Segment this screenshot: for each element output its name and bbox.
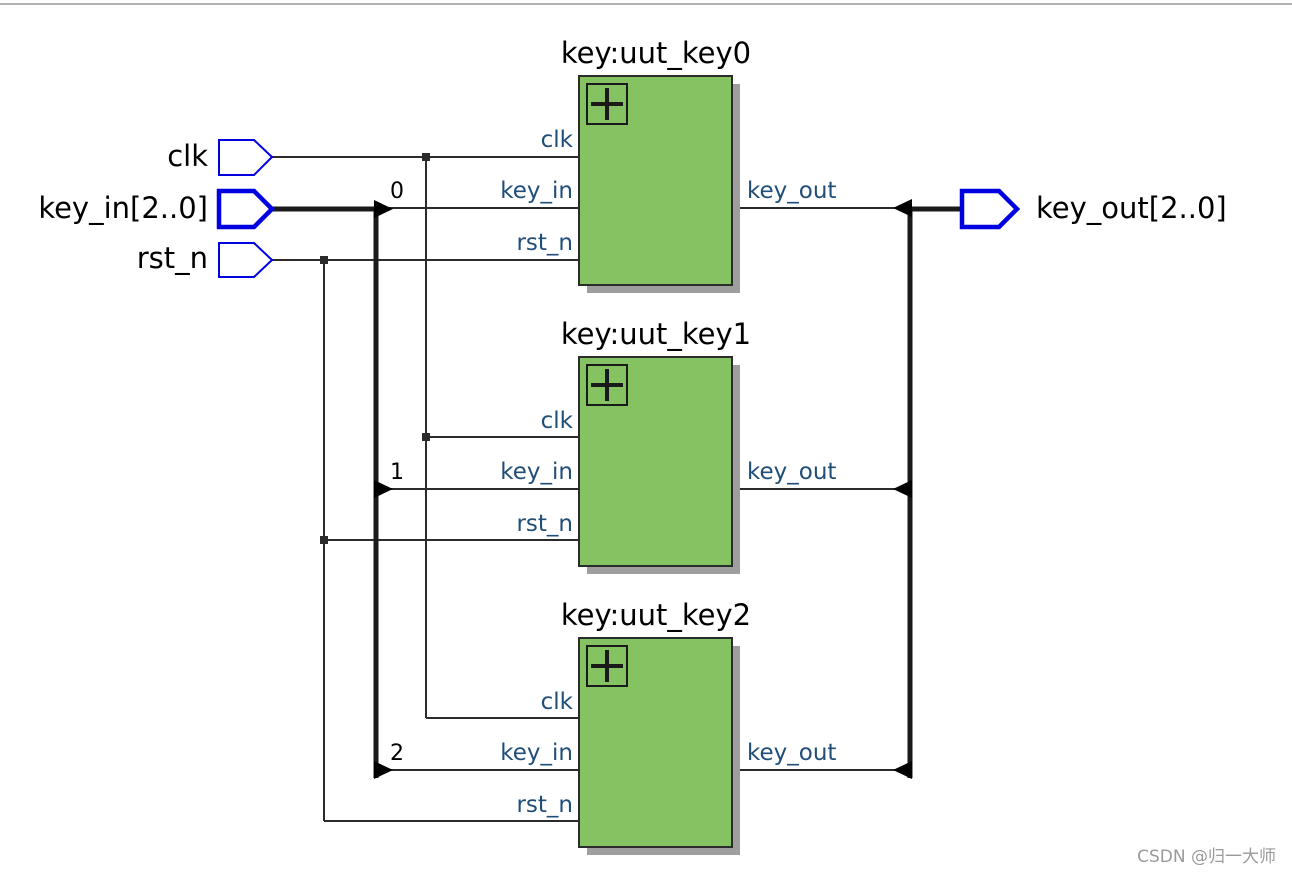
bus-index-label: 0 xyxy=(390,179,404,204)
expand-icon[interactable] xyxy=(586,645,628,687)
pin-label-rst-n: rst_n xyxy=(516,230,573,256)
pin-label-key-in: key_in xyxy=(500,740,573,766)
pin-label-key-out: key_out xyxy=(747,178,836,204)
output-port-shape xyxy=(959,188,1021,230)
block-title: key:uut_key1 xyxy=(561,317,751,351)
input-port-rst-n[interactable]: rst_n xyxy=(137,241,274,278)
bus-arrow-out-2 xyxy=(893,761,912,779)
block-title: key:uut_key2 xyxy=(561,598,751,632)
watermark: CSDN @归一大师 xyxy=(1137,847,1276,867)
input-port-clk[interactable]: clk xyxy=(167,139,274,176)
block-title: key:uut_key0 xyxy=(561,36,751,70)
bus-index-label: 2 xyxy=(390,741,404,766)
expand-icon[interactable] xyxy=(586,364,628,406)
pin-label-clk: clk xyxy=(541,127,574,153)
output-port-label: key_out[2..0] xyxy=(1036,191,1227,225)
bus-arrows xyxy=(374,199,912,779)
input-port-shape xyxy=(218,139,274,176)
pin-label-key-in: key_in xyxy=(500,459,573,485)
block-uut-key2[interactable]: key:uut_key2 clk key_in rst_n key_out xyxy=(500,598,836,855)
bus-arrow-out-1 xyxy=(893,480,912,498)
block-uut-key0[interactable]: key:uut_key0 clk key_in rst_n key_out xyxy=(500,36,836,293)
input-port-label: rst_n xyxy=(137,241,208,275)
bus-arrow-in-2 xyxy=(374,761,393,779)
input-port-key-in[interactable]: key_in[2..0] xyxy=(38,188,276,230)
pin-label-key-out: key_out xyxy=(747,459,836,485)
pin-label-rst-n: rst_n xyxy=(516,792,573,818)
expand-icon[interactable] xyxy=(586,83,628,125)
block-uut-key1[interactable]: key:uut_key1 clk key_in rst_n key_out xyxy=(500,317,836,574)
pin-label-key-in: key_in xyxy=(500,178,573,204)
bus-indices: 0 1 2 xyxy=(390,179,404,766)
pin-label-clk: clk xyxy=(541,689,574,715)
junction-dot xyxy=(422,153,430,161)
junction-dot xyxy=(320,256,328,264)
bus-arrow-in-0 xyxy=(374,200,393,218)
pin-label-rst-n: rst_n xyxy=(516,511,573,537)
pin-label-key-out: key_out xyxy=(747,740,836,766)
input-port-label: key_in[2..0] xyxy=(38,191,208,225)
junction-dot xyxy=(422,433,430,441)
junction-dot xyxy=(320,536,328,544)
input-port-label: clk xyxy=(167,139,208,173)
bus-arrow-out-0 xyxy=(893,199,912,217)
output-port-key-out[interactable]: key_out[2..0] xyxy=(959,188,1227,230)
bus-index-label: 1 xyxy=(390,460,404,485)
input-port-shape xyxy=(218,242,274,278)
pin-label-clk: clk xyxy=(541,408,574,434)
junctions xyxy=(320,153,430,544)
input-port-shape xyxy=(216,188,276,230)
bus-arrow-in-1 xyxy=(374,480,393,498)
